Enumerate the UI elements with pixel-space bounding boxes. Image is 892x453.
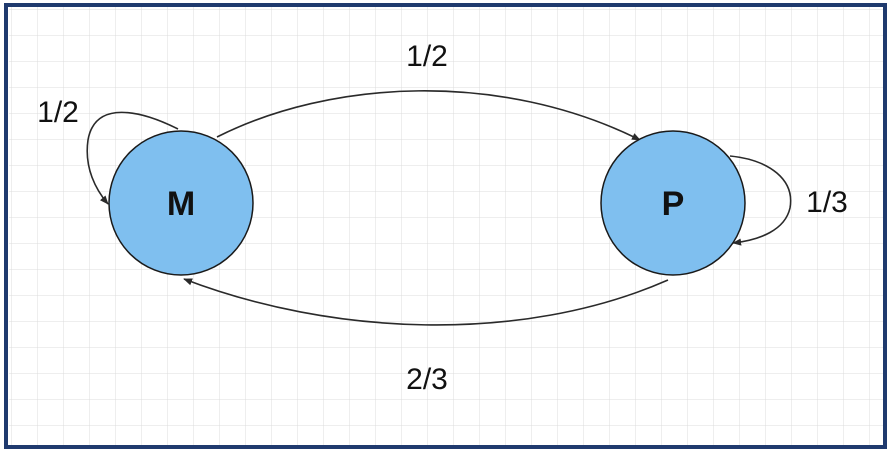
node-p-label: P: [662, 185, 685, 223]
edge-m-to-p-label: 1/2: [406, 40, 448, 73]
edge-p-to-p-label: 1/3: [806, 186, 848, 219]
node-p: P: [600, 130, 746, 276]
edge-m-to-m-label: 1/2: [37, 96, 79, 129]
edge-p-to-p: [729, 155, 792, 246]
edge-p-to-m: [183, 278, 669, 326]
edge-m-to-p: [216, 90, 641, 141]
node-p-circle: [600, 130, 746, 276]
edge-m-to-m: [86, 111, 179, 205]
diagram-frame: [4, 3, 887, 449]
edge-p-to-m-label: 2/3: [406, 363, 448, 396]
node-m-circle: [108, 130, 254, 276]
node-m-label: M: [167, 185, 195, 223]
node-m: M: [108, 130, 254, 276]
